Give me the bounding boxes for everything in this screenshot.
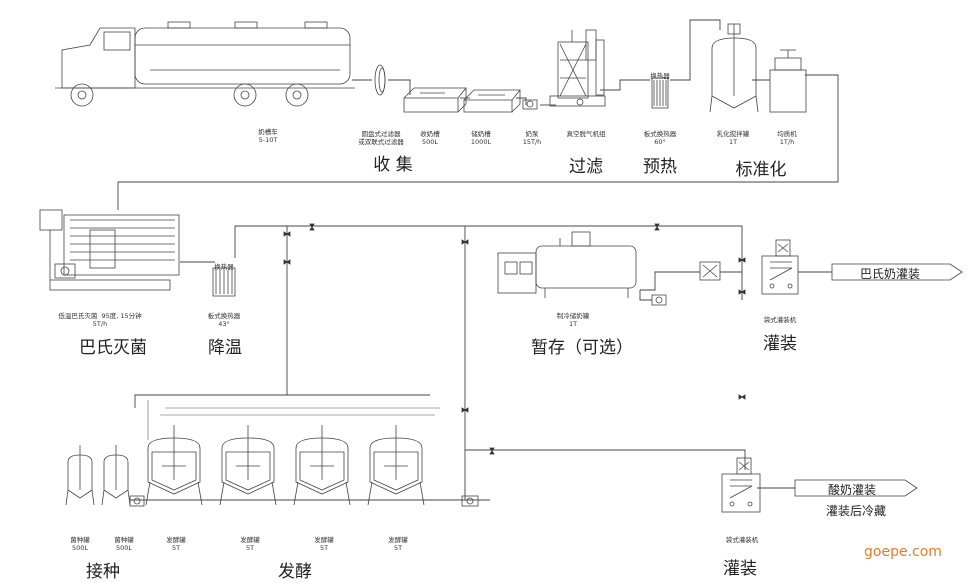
ferment-tank-4-icon	[367, 425, 425, 506]
output-pasteurized-filling: 巴氏奶灌装	[859, 267, 921, 281]
valve-markers	[283, 223, 746, 455]
homogenizer-icon	[769, 49, 807, 113]
label-vacuum-degasser: 真空脱气机组	[566, 130, 606, 138]
pasteurizer-icon	[39, 209, 180, 291]
pipe-network	[117, 19, 839, 501]
stage-fill-1: 灌装	[763, 334, 797, 354]
label-pasteurizer: 低温巴氏灭菌 95度, 15分钟 5T/h	[58, 312, 142, 328]
vacuum-degasser-icon	[549, 29, 606, 107]
ferment-tank-3-icon	[293, 425, 351, 506]
pump-icon	[651, 294, 667, 306]
label-filter: 圆盘式过滤器或双联式过滤器	[358, 130, 404, 146]
emulsifying-tank-icon	[709, 23, 759, 113]
output-arrow-1	[831, 263, 963, 281]
bag-filler-2-icon	[721, 457, 761, 513]
milk-truck-icon	[55, 21, 355, 107]
tag-heat-exchanger-1: 换热器	[650, 72, 670, 80]
stage-pasteurize: 巴氏灭菌	[79, 338, 147, 358]
milk-pump-icon	[522, 99, 538, 110]
culture-tank-2-icon	[101, 445, 131, 506]
bag-filler-1-icon	[761, 239, 799, 295]
stage-collect: 收 集	[373, 155, 413, 175]
small-mixer-icon	[699, 261, 721, 281]
tag-heat-exchanger-2: 换热器	[214, 263, 234, 271]
stage-filter: 过滤	[569, 157, 603, 177]
label-bag-filler-1: 袋式灌装机	[763, 316, 797, 324]
ferment-tank-2-icon	[219, 425, 277, 506]
ferment-tank-1-icon	[145, 425, 203, 506]
stage-inoculate: 接种	[86, 562, 120, 582]
stage-ferment: 发酵	[278, 562, 312, 582]
stage-preheat: 预热	[643, 157, 677, 177]
output-arrow-2	[794, 479, 918, 497]
pump-icon-3	[461, 495, 479, 507]
output-after-filling: 灌装后冷藏	[825, 504, 887, 518]
watermark: goepe.com	[864, 544, 942, 560]
label-bag-filler-2: 袋式灌装机	[725, 536, 759, 544]
receiving-tank-icon	[403, 87, 467, 113]
culture-tank-1-icon	[65, 445, 95, 506]
cold-storage-tank-icon	[497, 231, 637, 298]
stage-fill-2: 灌装	[723, 559, 757, 579]
output-yogurt-filling: 酸奶灌装	[827, 483, 877, 497]
stage-cool: 降温	[208, 338, 242, 358]
disc-filter-icon	[374, 64, 386, 96]
plate-heat-exchanger-2-icon	[212, 267, 236, 297]
storage-trough-icon	[463, 89, 521, 113]
stage-temp-store: 暂存（可选）	[531, 338, 633, 358]
plate-heat-exchanger-1-icon	[651, 77, 669, 109]
stage-standardize: 标准化	[735, 160, 787, 180]
pump-icon-2	[129, 495, 145, 507]
